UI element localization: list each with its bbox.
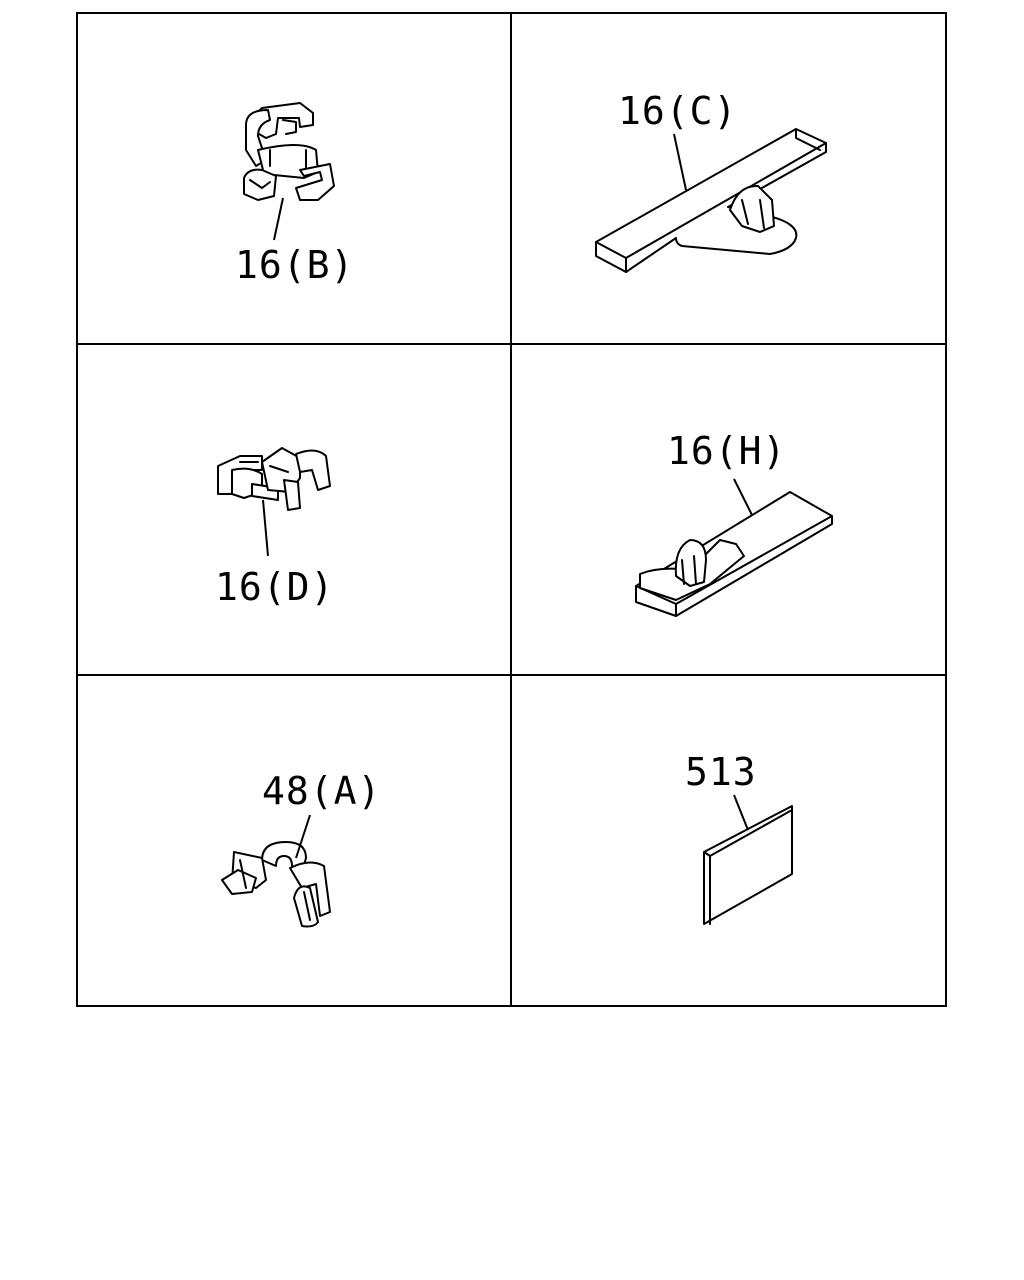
panel-grid bbox=[76, 12, 947, 1007]
strap-16h-drawing bbox=[635, 491, 833, 617]
callout-16h: 16(H) bbox=[667, 429, 786, 473]
strap-16c-drawing bbox=[595, 128, 827, 273]
leader-line-16b bbox=[273, 197, 284, 241]
leader-line-16h bbox=[733, 478, 753, 516]
pad-513-drawing bbox=[703, 805, 793, 925]
panel-16c: 16(C) bbox=[595, 89, 827, 273]
leader-line-48a bbox=[295, 814, 311, 859]
panel-16b: 16(B) bbox=[235, 102, 354, 287]
callout-513: 513 bbox=[685, 750, 757, 794]
leader-line-16c bbox=[673, 133, 687, 191]
panel-48a: 48(A) bbox=[221, 769, 381, 928]
panel-16d: 16(D) bbox=[215, 447, 334, 609]
callout-48a: 48(A) bbox=[262, 769, 381, 813]
clip-16b-drawing bbox=[243, 102, 335, 201]
callout-16d: 16(D) bbox=[215, 565, 334, 609]
panel-16h: 16(H) bbox=[635, 429, 833, 617]
callout-16b: 16(B) bbox=[235, 243, 354, 287]
panel-513: 513 bbox=[685, 750, 793, 925]
leader-line-513 bbox=[733, 794, 749, 831]
leader-line-16d bbox=[262, 499, 269, 557]
clip-16d-drawing bbox=[217, 447, 331, 511]
callout-16c: 16(C) bbox=[618, 89, 737, 133]
clip-48a-drawing bbox=[221, 841, 331, 928]
